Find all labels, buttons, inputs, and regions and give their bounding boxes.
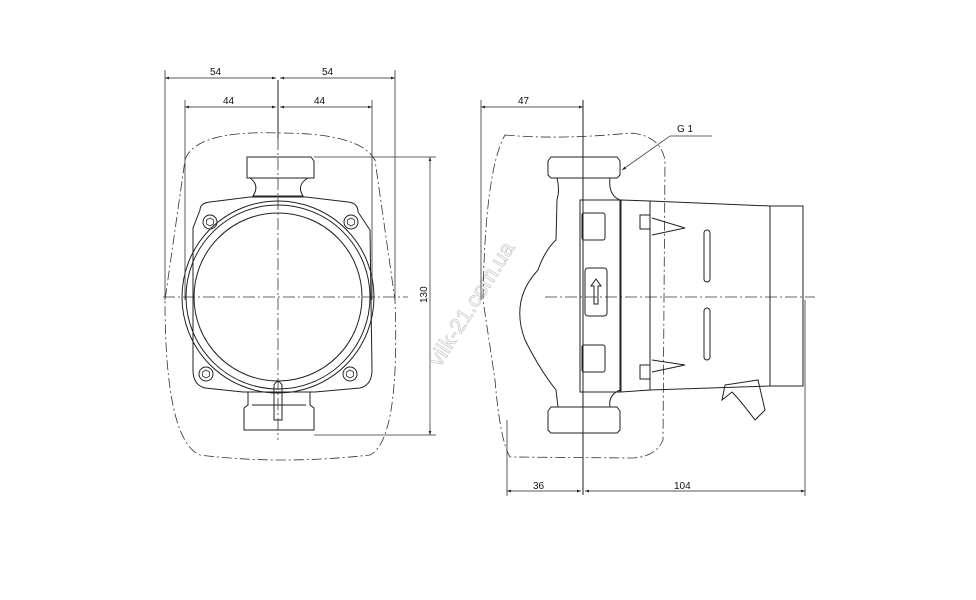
- motor-end-cap: [770, 205, 804, 387]
- dim-outer-left-label: 54: [210, 67, 222, 78]
- dim-top-label: 47: [518, 96, 530, 107]
- watermark: vilk-21.com.ua: [423, 236, 520, 370]
- screw-top: [639, 214, 651, 230]
- dim-bottom-left-label: 36: [533, 481, 545, 492]
- side-bottom-port: [547, 406, 621, 434]
- front-view: 54 54 44 44 130: [163, 67, 436, 461]
- motor-slot-bottom: [703, 307, 711, 361]
- body-pocket-top: [581, 212, 606, 241]
- motor-slot-top: [703, 229, 711, 283]
- motor-body: [649, 200, 771, 391]
- front-envelope: [164, 132, 397, 461]
- side-top-port: [547, 156, 621, 179]
- bolt-icons: [198, 214, 359, 382]
- flow-direction-arrow-icon: [590, 278, 602, 305]
- power-connector: [721, 379, 766, 421]
- dim-outer-right-label: 54: [322, 67, 334, 78]
- screw-bottom: [639, 364, 651, 380]
- pump-housing: [519, 177, 621, 408]
- dim-height-label: 130: [419, 286, 430, 303]
- thread-size-label: G 1: [677, 124, 694, 135]
- clips: [651, 217, 686, 373]
- housing-ring-outer: [181, 200, 375, 394]
- body-pocket-bottom: [581, 344, 606, 373]
- side-view: G 1 47 36 104: [480, 96, 815, 496]
- top-port: [246, 156, 315, 197]
- dim-inner-left-label: 44: [223, 96, 235, 107]
- pump-body: [579, 199, 621, 393]
- pump-flange: [192, 196, 373, 393]
- dim-bottom-right-label: 104: [674, 481, 691, 492]
- bottom-port: [243, 381, 315, 431]
- flow-arrow-box: [584, 267, 608, 317]
- dim-inner-right-label: 44: [314, 96, 326, 107]
- side-envelope: [482, 132, 666, 459]
- housing-ring-mid: [185, 204, 371, 390]
